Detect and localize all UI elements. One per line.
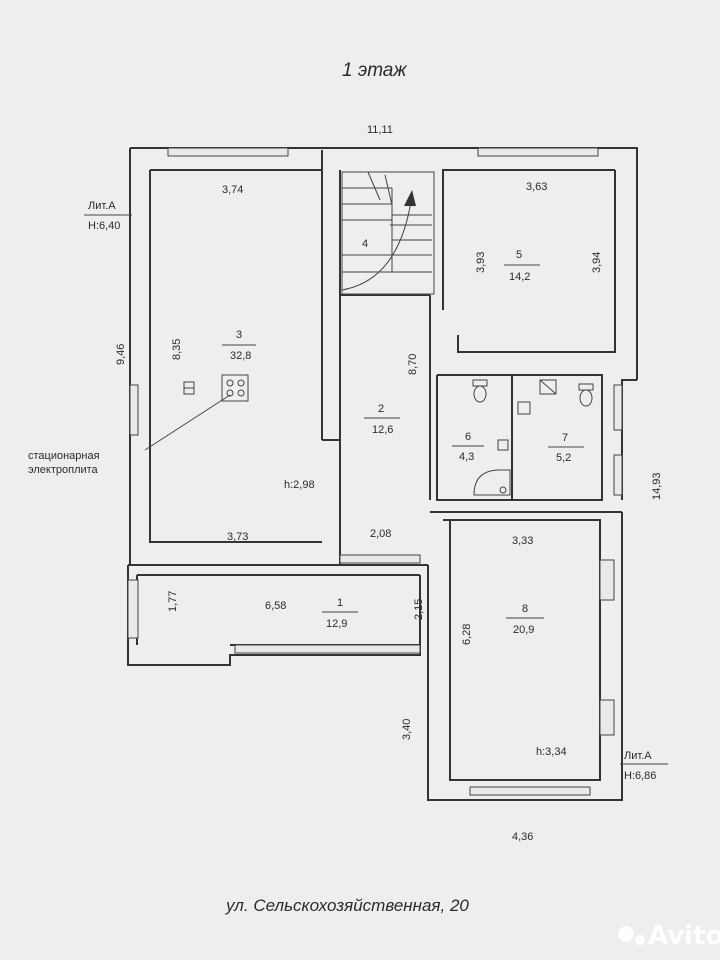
room-3-width-bottom: 3,73 [227, 531, 248, 543]
room-2: 8,70 2 12,6 2,08 [364, 354, 419, 540]
annotation-line-2: электроплита [28, 464, 99, 476]
lit-left-height: Н:6,40 [88, 220, 120, 232]
room-2-width: 2,08 [370, 528, 391, 540]
room-3-length: 8,35 [171, 339, 183, 360]
lit-right-height: Н:6,86 [624, 770, 656, 782]
stair-arrow-icon [404, 190, 416, 206]
sink-icon [183, 381, 195, 395]
room-5-left-length: 3,93 [475, 252, 487, 273]
room-5-width: 3,63 [526, 181, 547, 193]
corridor-length: 8,70 [407, 354, 419, 375]
avito-logo-icon [618, 926, 634, 942]
room-3-number: 3 [236, 329, 242, 341]
room-5: 3,63 3,93 3,94 5 14,2 [475, 181, 603, 283]
room-7-number: 7 [562, 432, 568, 444]
room-2-number: 2 [378, 403, 384, 415]
room-1-area: 12,9 [326, 618, 347, 630]
room-1: 1,77 6,58 1 12,9 2,15 [167, 591, 425, 630]
room-6: 6 4,3 [452, 431, 484, 463]
room-3-area: 32,8 [230, 350, 251, 362]
room-4-number: 4 [362, 238, 368, 250]
right-height-label: 14,93 [651, 472, 663, 500]
toilet-icon [472, 379, 594, 407]
annotation-line-1: стационарная [28, 450, 100, 462]
lit-left-label: Лит.А [88, 200, 116, 212]
room-7: 7 5,2 [548, 432, 584, 464]
avito-watermark: Avito [618, 921, 720, 951]
room-2-area: 12,6 [372, 424, 393, 436]
bottom-width-label: 4,36 [512, 831, 533, 843]
stove-icon [221, 374, 249, 402]
overall-width-label: 11,11 [367, 124, 393, 136]
room-1-number: 1 [337, 597, 343, 609]
left-height-label: 9,46 [115, 344, 127, 365]
staircase [341, 171, 435, 295]
room-1-depth: 1,77 [167, 591, 179, 612]
room-5-area: 14,2 [509, 271, 530, 283]
room-7-area: 5,2 [556, 452, 571, 464]
room-3: 3,74 8,35 3 32,8 h:2,98 3,73 [171, 184, 315, 543]
annotation-leader-line [144, 394, 231, 451]
room-5-number: 5 [516, 249, 522, 261]
street-address: ул. Сельскохозяйственная, 20 [225, 896, 469, 915]
room-8-area: 20,9 [513, 624, 534, 636]
room-8-number: 8 [522, 603, 528, 615]
room-6-area: 4,3 [459, 451, 474, 463]
windows [127, 147, 623, 796]
floor-title: 1 этаж [342, 60, 407, 81]
room-8-width: 3,33 [512, 535, 533, 547]
room-8-length: 6,28 [461, 624, 473, 645]
lower-left-label: 3,40 [401, 719, 413, 740]
washbasin-icon [497, 379, 557, 451]
shower-icon [473, 469, 511, 496]
room-3-width-top: 3,74 [222, 184, 243, 196]
room-5-right-length: 3,94 [591, 252, 603, 273]
room-8: 3,33 6,28 8 20,9 h:3,34 [461, 535, 567, 758]
room-3-ceiling: h:2,98 [284, 479, 315, 491]
room-1-width: 6,58 [265, 600, 286, 612]
lit-right-label: Лит.А [624, 750, 652, 762]
room-6-number: 6 [465, 431, 471, 443]
watermark-text: Avito [648, 921, 720, 951]
exterior-walls [127, 147, 638, 801]
room-8-ceiling: h:3,34 [536, 746, 567, 758]
room-1-side: 2,15 [413, 599, 425, 620]
